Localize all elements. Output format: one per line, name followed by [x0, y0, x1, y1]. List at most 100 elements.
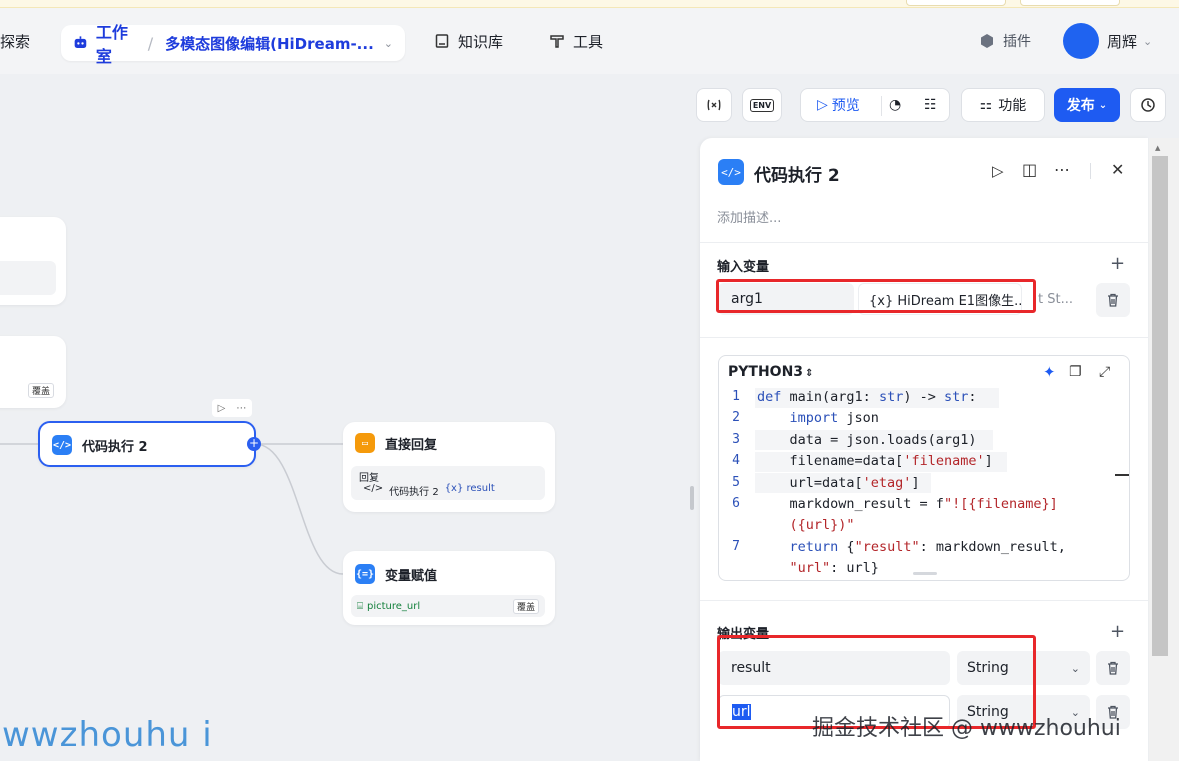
publish-label: 发布	[1066, 98, 1095, 114]
scrollbar-thumb[interactable]	[1152, 156, 1168, 656]
play-icon[interactable]: ▷	[217, 402, 226, 414]
output-type-select-2[interactable]: String ⌄	[957, 695, 1090, 729]
run-history-icon[interactable]: ◔	[889, 97, 902, 113]
play-icon: ▷	[817, 97, 828, 113]
top-notice-strip	[0, 0, 1179, 8]
watermark-left: wwzhouhu i	[2, 715, 213, 755]
nav-explore[interactable]: 探索	[0, 8, 30, 74]
nav-tools-label: 工具	[573, 32, 604, 51]
publish-button[interactable]: 发布 ⌄	[1054, 88, 1120, 122]
nav-explore-label: 探索	[0, 32, 31, 51]
input-var-name-field[interactable]: arg1	[718, 283, 854, 315]
code-editor[interactable]: PYTHON3⇕ ✦ ❐ ⤢ 1 def main(arg1: str) -> …	[718, 355, 1130, 581]
scroll-up-arrow[interactable]: ▲	[1155, 144, 1161, 152]
reply-content: 回复 </> 代码执行 2 {x} result	[351, 466, 545, 500]
output-variables-heading: 输出变量	[717, 627, 770, 642]
copy-icon[interactable]: ❐	[1069, 364, 1082, 380]
delete-output-button-2[interactable]	[1096, 695, 1130, 729]
output-name: url	[732, 704, 751, 720]
preview-button[interactable]: ▷ 预览	[817, 95, 860, 115]
assign-content: ⌸ picture_url 覆盖	[351, 595, 545, 617]
chevron-down-icon: ⌄	[383, 36, 393, 50]
description-input[interactable]: 添加描述...	[717, 211, 782, 226]
notice-button-2[interactable]	[1020, 0, 1120, 6]
workflow-canvas[interactable]: 覆盖 ▷ ⋯ </> 代码执行 2 + ▭ 直接回复 回复 </> 代码执行 2…	[0, 74, 700, 761]
run-node-play-icon[interactable]: ▷	[992, 162, 1004, 180]
add-input-plus-icon[interactable]: +	[1110, 253, 1126, 274]
variable-check-icon	[707, 99, 721, 111]
node-code-exec[interactable]: </> 代码执行 2 +	[38, 421, 261, 467]
node-mini-toolbar[interactable]: ▷ ⋯	[212, 399, 252, 417]
app-header: 探索 工作室 / 多模态图像编辑(HiDream-... ⌄ 知识库 工具 插件…	[0, 8, 1179, 74]
panel-title[interactable]: 代码执行 2	[754, 166, 840, 186]
assign-variable: picture_url	[367, 600, 421, 612]
output-name-field-1[interactable]: result	[718, 651, 950, 685]
line-number: 5	[732, 475, 740, 490]
scroll-marker	[1115, 474, 1129, 476]
user-menu[interactable]: 周辉 ⌄	[1063, 8, 1152, 74]
split-view-icon[interactable]: ◫	[1022, 160, 1038, 179]
input-var-name: arg1	[731, 291, 763, 307]
panel-scrollbar[interactable]: ▲	[1149, 138, 1179, 761]
nav-knowledge-label: 知识库	[458, 32, 504, 51]
features-button[interactable]: ⚏ 功能	[961, 88, 1045, 122]
reply-label: 回复	[359, 473, 379, 484]
nav-knowledge[interactable]: 知识库	[434, 8, 503, 74]
input-var-type: t St...	[1038, 291, 1073, 307]
node-variable-assign[interactable]: {=} 变量赋值 ⌸ picture_url 覆盖	[343, 551, 555, 625]
divider	[700, 337, 1148, 338]
variable-check-button[interactable]	[696, 88, 732, 122]
line-number: 1	[732, 389, 740, 404]
input-var-value-field[interactable]: {x} HiDream E1图像生...	[858, 283, 1022, 315]
nav-tools[interactable]: 工具	[549, 8, 603, 74]
code-icon: </>	[718, 159, 744, 185]
divider	[700, 242, 1148, 243]
trash-icon	[1108, 293, 1118, 307]
nav-plugins[interactable]: 插件	[979, 8, 1031, 74]
line-number: 7	[732, 539, 740, 554]
code-line-7-cont: "url": url}	[789, 560, 879, 576]
checklist-icon[interactable]: ☷	[924, 97, 937, 113]
more-icon[interactable]: ⋯	[1054, 160, 1070, 179]
more-icon[interactable]: ⋯	[236, 402, 247, 414]
notice-button-1[interactable]	[906, 0, 1006, 6]
history-button[interactable]	[1130, 88, 1166, 122]
features-label: 功能	[998, 98, 1027, 114]
book-icon	[434, 33, 450, 49]
code-line-6: markdown_result = f"![{filename}]	[757, 496, 1058, 512]
preview-label: 预览	[831, 98, 860, 114]
code-line-2: import json	[789, 410, 879, 426]
add-node-plus-icon[interactable]: +	[247, 436, 261, 451]
output-type-select-1[interactable]: String ⌄	[957, 651, 1090, 685]
highlight-box-input	[716, 279, 1036, 313]
studio-breadcrumb[interactable]: 工作室 / 多模态图像编辑(HiDream-... ⌄	[61, 23, 405, 66]
panel-resize-handle[interactable]	[690, 486, 694, 510]
partial-node-1[interactable]	[0, 217, 66, 305]
user-name: 周辉	[1107, 32, 1138, 51]
ai-sparkle-icon[interactable]: ✦	[1043, 363, 1056, 381]
avatar	[1063, 23, 1099, 59]
output-type: String	[967, 660, 1009, 676]
partial-node-2[interactable]: 覆盖	[0, 336, 66, 408]
language-selector[interactable]: PYTHON3⇕	[728, 364, 813, 380]
delete-output-button-1[interactable]	[1096, 651, 1130, 685]
line-number: 4	[732, 453, 740, 468]
node-reply-title: ▭ 直接回复	[355, 433, 437, 453]
output-type: String	[967, 704, 1009, 720]
expand-icon[interactable]: ⤢	[1099, 364, 1111, 380]
chevron-down-icon: ⌄	[1070, 705, 1080, 719]
env-button[interactable]: ENV	[742, 88, 782, 122]
add-output-plus-icon[interactable]: +	[1110, 621, 1126, 642]
node-assign-label: 变量赋值	[385, 568, 438, 584]
delete-input-button[interactable]	[1096, 283, 1130, 317]
code-line-6-cont: ({url})"	[789, 517, 855, 533]
grid-icon: ⚏	[979, 97, 993, 113]
node-direct-reply[interactable]: ▭ 直接回复 回复 </> 代码执行 2 {x} result	[343, 422, 555, 512]
trash-icon	[1108, 661, 1118, 675]
code-line-3: data = json.loads(arg1)	[757, 432, 977, 448]
close-icon[interactable]: ✕	[1111, 160, 1125, 179]
breadcrumb-separator: /	[147, 33, 154, 53]
editor-resize-handle[interactable]	[913, 572, 937, 575]
line-number: 6	[732, 496, 740, 511]
overwrite-tag: 覆盖	[28, 383, 55, 398]
